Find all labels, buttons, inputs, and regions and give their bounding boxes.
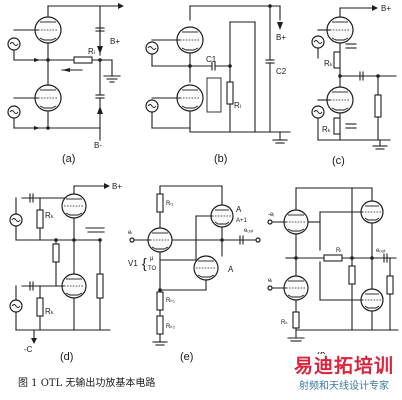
subfigure-f: -eᵢ Rₗ eₒᵤₜ eᵢ (267, 187, 399, 363)
e-mu-label: μ (150, 256, 154, 262)
subfigure-a: B+ Rₗ (7, 3, 124, 165)
e-a-label: A (236, 205, 242, 214)
f-rl-resistor (323, 254, 343, 262)
e-output-terminal (255, 237, 261, 243)
f-rl-label: Rₗ (336, 248, 341, 254)
f-ein-pos-label: eᵢ (268, 278, 272, 284)
b-supply-pos-label: B+ (276, 33, 286, 42)
e-to-label: TO (148, 266, 157, 272)
b-cap1-label: C1 (206, 55, 217, 64)
d-caption: (d) (60, 351, 73, 363)
e-rl1-label: Rₗ₁ (166, 201, 173, 207)
f-right-resistor (348, 265, 356, 285)
c-res-bottom-label: Rₖ (322, 125, 331, 134)
a-supply-pos-label: B+ (110, 37, 120, 46)
c-supply-pos-label: B+ (381, 4, 391, 13)
c-res-top-label: Rₖ (324, 59, 333, 68)
e-ein-label: eᵢ (128, 230, 132, 236)
subfigure-b: B+ C1 Rₗ C2 (145, 4, 291, 165)
subfigure-d: B+ Rₖ (9, 182, 122, 363)
figure-caption: 图 1 OTL 无输出功放基本电路 (18, 378, 156, 389)
d-res-top (36, 209, 44, 229)
e-a-lower-label: A (228, 265, 234, 274)
e-v1-label: V1 (128, 259, 138, 268)
e-rk1-label: Rₖ₁ (166, 298, 175, 304)
f-rk-label: Rₖ (281, 320, 288, 326)
f-eout-label: eₒᵤₜ (376, 248, 386, 254)
watermark-subtitle: 射频和天线设计专家 (299, 381, 389, 392)
b-cap2-label: C2 (276, 67, 287, 76)
f-neg-input-terminal (267, 219, 273, 225)
c-load-resistor (374, 94, 382, 118)
e-input-terminal (129, 237, 135, 243)
a-caption: (a) (62, 153, 75, 165)
d-supply-pos-label: B+ (112, 182, 122, 191)
c-res-bottom (333, 117, 341, 135)
c-caption: (c) (332, 155, 345, 167)
b-resistor-label: Rₗ (234, 101, 241, 110)
d-res-bottom-label: Rₖ (45, 307, 54, 316)
b-caption: (b) (214, 153, 227, 165)
e-rl1-resistor (156, 193, 164, 213)
d-load-resistor (96, 273, 104, 299)
e-eout-label: eₒᵤₜ (244, 228, 254, 234)
f-ein-neg-label: -eᵢ (268, 212, 274, 218)
d-supply-neg-label: -C (24, 345, 33, 354)
a-load-resistor (73, 56, 93, 64)
e-caption: (e) (180, 351, 193, 363)
subfigure-e: Rₗ₁ A A+1 eᵢ eₒᵤₜ V1 { μ TO A (128, 185, 261, 363)
watermark-logo: 易迪拓培训 射频和天线设计专家 (286, 354, 402, 400)
d-res-mid (52, 243, 60, 263)
e-brace: { (142, 255, 147, 271)
subfigure-c: B+ Rₖ Rₖ (311, 4, 397, 167)
a-resistor-label: Rₗ (88, 47, 95, 56)
f-rk-resistor (292, 311, 300, 329)
b-inner-loop (206, 77, 222, 113)
c-res-top (333, 51, 341, 69)
b-load-resistor (226, 81, 234, 105)
a-supply-neg-label: B- (94, 141, 102, 150)
f-pos-input-terminal (267, 285, 273, 291)
e-rk2-resistor (156, 315, 164, 335)
e-rk1-resistor (156, 291, 164, 311)
d-res-top-label: Rₖ (45, 211, 54, 220)
d-res-bottom (36, 297, 44, 317)
e-a1-label: A+1 (236, 218, 248, 224)
e-rk2-label: Rₖ₂ (166, 324, 176, 330)
f-output-resistor (386, 275, 394, 295)
watermark-logo-text: 易迪拓培训 (293, 355, 394, 377)
